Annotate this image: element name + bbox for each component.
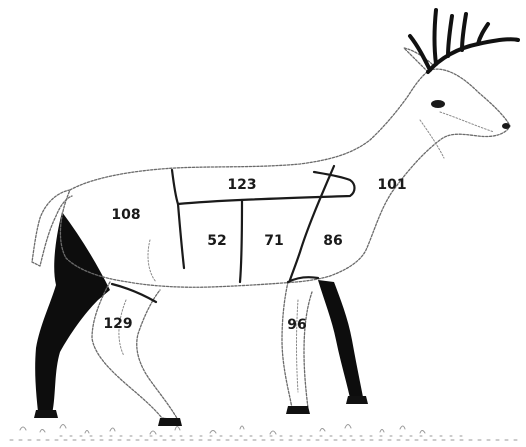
antlers	[410, 10, 518, 72]
near-hind-hoof	[158, 418, 182, 426]
ground-grass	[10, 425, 520, 441]
far-hind-hoof	[34, 410, 58, 418]
region-label-hind-leg: 129	[103, 316, 132, 332]
region-label-shoulder: 86	[323, 233, 342, 249]
far-foreleg-shadow	[318, 280, 364, 402]
nose	[502, 123, 510, 129]
near-hind-leg-outline	[92, 282, 178, 420]
region-label-hindquarter: 108	[111, 207, 140, 223]
far-fore-hoof	[346, 396, 368, 404]
flank-divider	[240, 200, 242, 282]
region-label-neck: 101	[377, 177, 406, 193]
near-fore-hoof	[286, 406, 310, 414]
region-label-back: 123	[227, 177, 256, 193]
face-detail	[420, 112, 494, 158]
region-label-flank-rear: 52	[207, 233, 226, 249]
shoulder-diagonal	[290, 166, 334, 280]
hind-leg-cut	[112, 284, 156, 302]
back-region-line	[172, 170, 355, 204]
region-label-foreleg: 96	[287, 317, 306, 333]
hindquarter-divider	[178, 204, 184, 268]
leg-detail	[119, 240, 298, 392]
eye	[431, 100, 445, 108]
region-label-flank-mid: 71	[264, 233, 283, 249]
